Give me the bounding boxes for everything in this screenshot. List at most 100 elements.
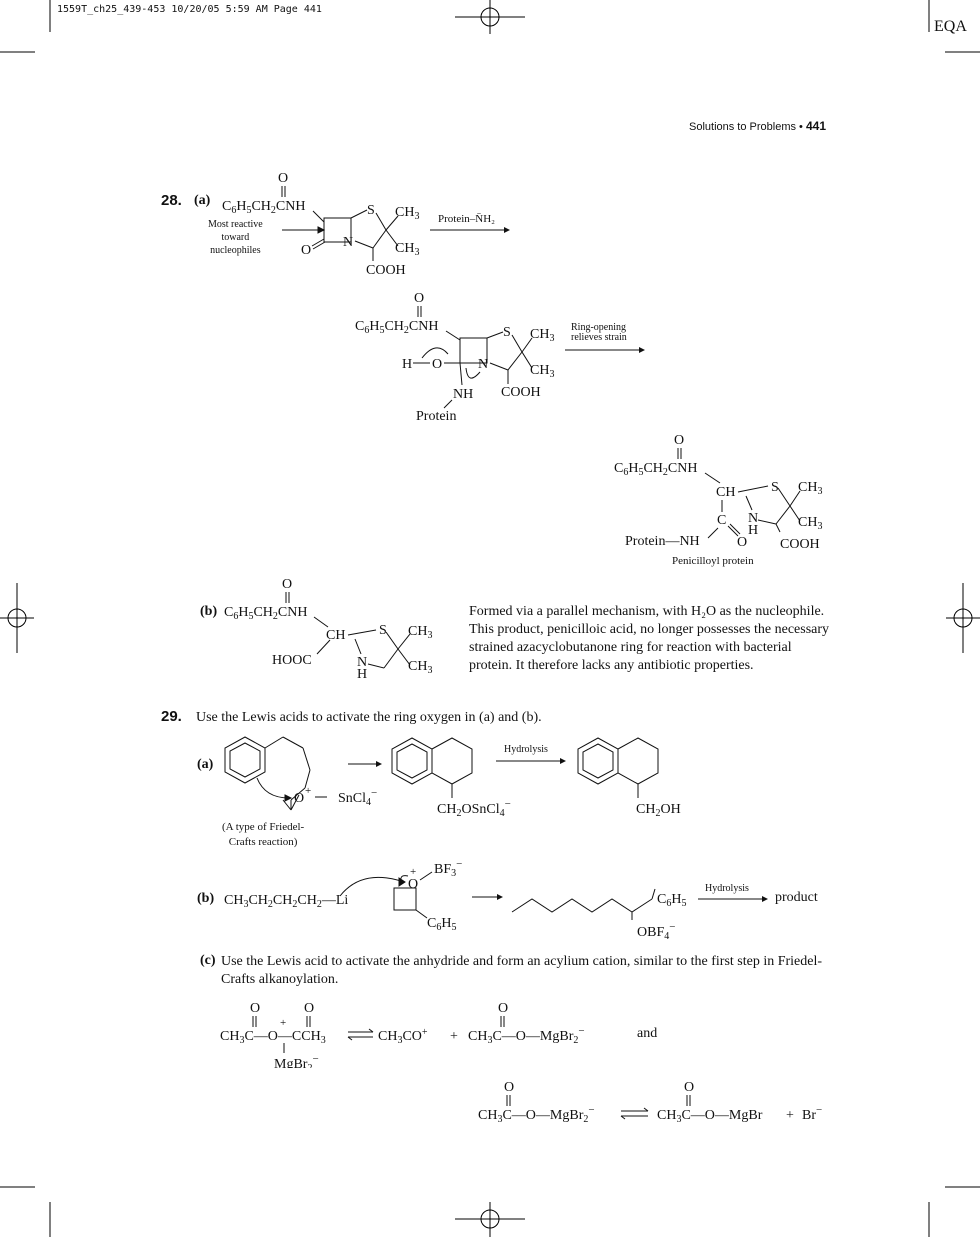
problem-28b-explanation: Formed via a parallel mechanism, with H₂…: [469, 604, 830, 673]
tetralin-methanol-product: CH2OH: [577, 737, 681, 819]
product-29b: product: [775, 890, 818, 905]
epoxide-substrate-structure: O + SnCl4−: [224, 736, 377, 811]
plus-1: +: [450, 1029, 458, 1044]
svg-text:N: N: [748, 511, 758, 526]
problem-29c-text: Use the Lewis acid to activate the anhyd…: [221, 954, 823, 987]
running-head: Solutions to Problems • 441: [689, 119, 826, 133]
svg-text:CH2OSnCl4−: CH2OSnCl4−: [437, 798, 511, 819]
svg-text:O: O: [304, 1001, 314, 1016]
svg-text:O: O: [737, 535, 747, 548]
fc-note-line-2: Crafts reaction): [228, 836, 298, 848]
svg-text:CH: CH: [326, 628, 345, 643]
butyllithium-oxetane-reaction: CH3CH2CH2CH2—Li O + BF3− C6H5: [224, 858, 462, 933]
svg-text:O: O: [414, 291, 424, 306]
svg-text:S: S: [379, 623, 387, 638]
svg-text:SnCl4−: SnCl4−: [338, 787, 377, 808]
svg-text:O: O: [250, 1001, 260, 1016]
svg-text:C: C: [717, 513, 726, 528]
svg-text:+: +: [280, 1017, 286, 1029]
svg-text:CH2OH: CH2OH: [636, 802, 681, 819]
schlenk-equation: O CH3C—O—MgBr2− O CH3C—O—MgBr + Br−: [478, 1080, 822, 1125]
anhydride-activation-equation: O O CH3C—O—CCH3 + MgBr2− CH3CO+ + O CH3C…: [220, 1001, 585, 1068]
svg-text:CH3CH2CH2CH2—Li: CH3CH2CH2CH2—Li: [224, 893, 348, 910]
tetrahedral-intermediate: O C6H5CH2CNH S CH3 H O N CH3 NH COOH Pro…: [355, 291, 554, 424]
arrow-29a-2: [496, 758, 566, 764]
friedel-crafts-note: (A type of Friedel- Crafts reaction): [222, 820, 304, 850]
problem-29a-label: (a): [197, 757, 214, 772]
problem-28b-label: (b): [200, 604, 218, 619]
note-line-3: nucleophiles: [210, 245, 261, 256]
svg-text:C6H5CH2CNH: C6H5CH2CNH: [222, 199, 305, 216]
svg-text:O: O: [674, 433, 684, 448]
svg-text:O: O: [408, 877, 418, 892]
svg-text:OBF4−: OBF4−: [637, 921, 675, 942]
arrow-29a-1: [348, 761, 382, 767]
svg-text:O: O: [498, 1001, 508, 1016]
step2-reagent-line-2: relieves strain: [571, 332, 627, 343]
hydrolysis-label-b: Hydrolysis: [705, 883, 749, 894]
svg-text:O: O: [684, 1080, 694, 1095]
page-number: 441: [805, 119, 826, 133]
step1-arrow: [430, 227, 510, 233]
svg-text:S: S: [367, 203, 375, 218]
svg-text:C6H5: C6H5: [427, 916, 456, 933]
svg-text:COOH: COOH: [780, 537, 820, 548]
svg-text:CH3C—O—CCH3: CH3C—O—CCH3: [220, 1029, 326, 1046]
arrow-29b-2: [698, 896, 768, 902]
svg-text:CH3C—O—MgBr2−: CH3C—O—MgBr2−: [478, 1104, 595, 1125]
svg-text:MgBr2−: MgBr2−: [274, 1053, 319, 1068]
svg-text:C6H5CH2CNH: C6H5CH2CNH: [224, 605, 307, 622]
svg-text:H: H: [402, 357, 412, 372]
penicilloyl-protein-structure: O C6H5CH2CNH CH S CH3 C N H CH3 O COOH: [614, 433, 822, 548]
protein-nh-label: Protein—NH: [625, 534, 700, 549]
problem-29-intro: Use the Lewis acids to activate the ring…: [196, 710, 542, 725]
svg-text:H: H: [748, 523, 758, 538]
svg-text:C6H5CH2CNH: C6H5CH2CNH: [355, 319, 438, 336]
slug-line: 1559T_ch25_439-453 10/20/05 5:59 AM Page…: [57, 4, 322, 15]
arrow-29b-1: [472, 894, 503, 900]
note-line-2: toward: [221, 232, 250, 243]
svg-text:CH3: CH3: [408, 659, 432, 676]
and-connector: and: [637, 1026, 658, 1041]
svg-text:HOOC: HOOC: [272, 653, 312, 668]
svg-text:CH3: CH3: [530, 363, 554, 380]
problem-29b-label: (b): [197, 891, 215, 906]
fc-note-line-1: (A type of Friedel-: [222, 821, 305, 833]
svg-text:CH3: CH3: [408, 624, 432, 641]
svg-text:Br−: Br−: [802, 1104, 822, 1123]
svg-text:+: +: [410, 866, 416, 878]
svg-text:O: O: [294, 791, 304, 806]
svg-text:CH3: CH3: [395, 205, 419, 222]
svg-text:CH: CH: [716, 485, 735, 500]
step2-arrow: [565, 347, 645, 353]
svg-text:O: O: [301, 243, 311, 258]
svg-text:O: O: [504, 1080, 514, 1095]
svg-text:S: S: [771, 480, 779, 495]
problem-29c-label: (c): [200, 953, 216, 968]
step2-reagent-line-1: Ring-opening: [571, 322, 626, 333]
product-name: Penicilloyl protein: [672, 555, 754, 567]
svg-text:CH3: CH3: [798, 515, 822, 532]
corner-tag: EQA: [934, 18, 967, 35]
svg-text:O: O: [278, 171, 288, 186]
step1-reagent: Protein–N̈H₂: [438, 213, 495, 225]
svg-text:+: +: [305, 785, 311, 797]
svg-text:C6H5: C6H5: [657, 892, 686, 909]
svg-text:CH3C—O—MgBr: CH3C—O—MgBr: [657, 1108, 763, 1125]
borate-intermediate: C6H5 OBF4−: [511, 888, 686, 942]
tetralin-snCl4-intermediate: CH2OSnCl4−: [391, 737, 511, 819]
svg-text:COOH: COOH: [366, 263, 406, 278]
svg-text:CH3: CH3: [395, 241, 419, 258]
step2-reagent: Ring-opening relieves strain: [571, 323, 627, 343]
svg-text:O: O: [432, 357, 442, 372]
reactivity-note: Most reactive toward nucleophiles: [208, 218, 263, 257]
svg-text:CH3C—O—MgBr2−: CH3C—O—MgBr2−: [468, 1025, 585, 1046]
svg-text:BF3−: BF3−: [434, 858, 462, 879]
problem-29-number: 29.: [161, 708, 182, 725]
svg-text:O: O: [282, 577, 292, 592]
svg-text:CH3: CH3: [530, 327, 554, 344]
hydrolysis-label-a: Hydrolysis: [504, 744, 548, 755]
running-head-text: Solutions to Problems •: [689, 121, 806, 133]
svg-text:N: N: [357, 655, 367, 670]
